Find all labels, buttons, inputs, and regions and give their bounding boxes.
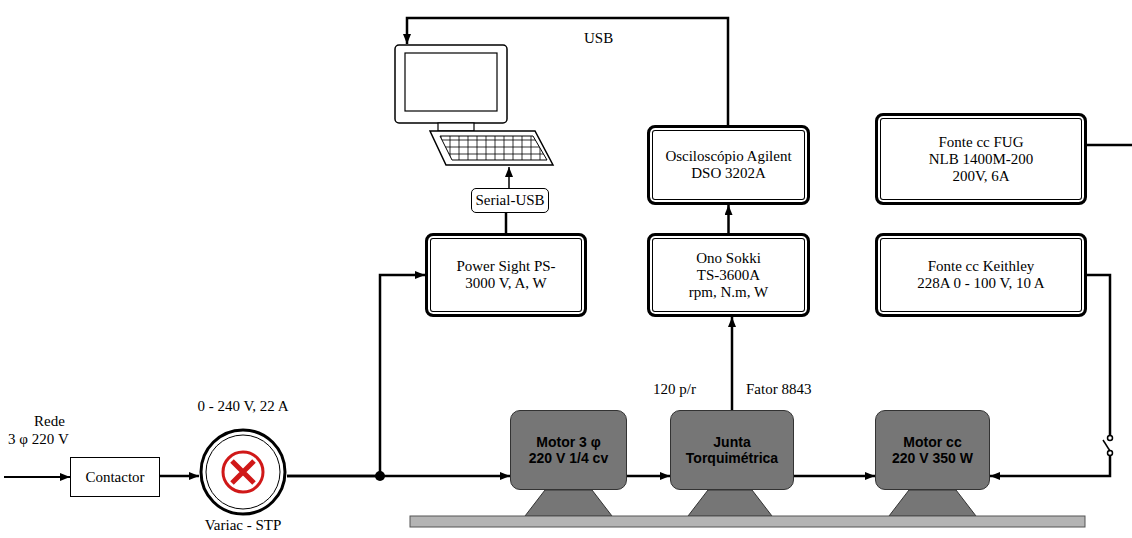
power-supply-box: Fonte cc FUG NLB 1400M-200 200V, 6A [875, 113, 1087, 205]
connector [287, 475, 510, 478]
switch-symbol [1103, 436, 1116, 456]
rating-label: 0 - 240 V, 22 A [197, 398, 288, 415]
node-label: Motor 3 φ 220 V 1/4 cv [526, 434, 612, 466]
mains-wire [4, 476, 70, 478]
node-label: Fonte cc Keithley 228A 0 - 100 V, 10 A [911, 258, 1051, 292]
instrument-box: Osciloscópio Agilent DSO 3202A [647, 125, 810, 205]
base-plate [410, 516, 1085, 527]
connector [627, 475, 670, 478]
signal-label: Fator 8843 [746, 381, 811, 398]
power-supply-box: Fonte cc Keithley 228A 0 - 100 V, 10 A [875, 233, 1087, 317]
variac-circle: 0 - 240 V, 22 AVariac - STP [199, 428, 287, 516]
connector [727, 205, 730, 233]
connector [287, 275, 425, 476]
instrument-box: Power Sight PS-3000 V, A, W [425, 233, 587, 317]
fug-wire [1087, 144, 1132, 147]
node-label: Power Sight PS-3000 V, A, W [450, 258, 562, 292]
contactor-box: Contactor [70, 457, 160, 497]
junction-dot [375, 471, 385, 481]
converter-box: Serial-USB [471, 188, 549, 213]
connector [731, 317, 734, 410]
bus-label: USB [584, 30, 613, 47]
connector [160, 475, 199, 478]
node-label: Contactor [85, 469, 144, 486]
motor-feet [525, 490, 976, 516]
source-label: Rede [34, 413, 65, 430]
variac-symbol [199, 428, 287, 516]
node-label: Junta Torquimétrica [680, 434, 784, 466]
torque-joint-box: Junta Torquimétrica [670, 410, 794, 490]
serial-wire [508, 167, 510, 188]
node-label: Fonte cc FUG NLB 1400M-200 200V, 6A [926, 134, 1036, 185]
connector [794, 475, 875, 478]
instrument-box: Ono Sokki TS-3600A rpm, N.m, W [647, 233, 810, 317]
node-label: Ono Sokki TS-3600A rpm, N.m, W [685, 250, 773, 301]
node-label: Serial-USB [475, 192, 544, 209]
motor-box: Motor 3 φ 220 V 1/4 cv [510, 410, 627, 490]
node-label: Motor cc 220 V 350 W [891, 434, 974, 466]
computer-icon [395, 45, 553, 165]
device-label: Variac - STP [205, 517, 282, 534]
motor-box: Motor cc 220 V 350 W [875, 410, 990, 490]
signal-label: 120 p/r [653, 381, 696, 398]
source-label: 3 φ 220 V [8, 431, 69, 448]
connector [505, 213, 508, 233]
node-label: Osciloscópio Agilent DSO 3202A [659, 148, 799, 182]
